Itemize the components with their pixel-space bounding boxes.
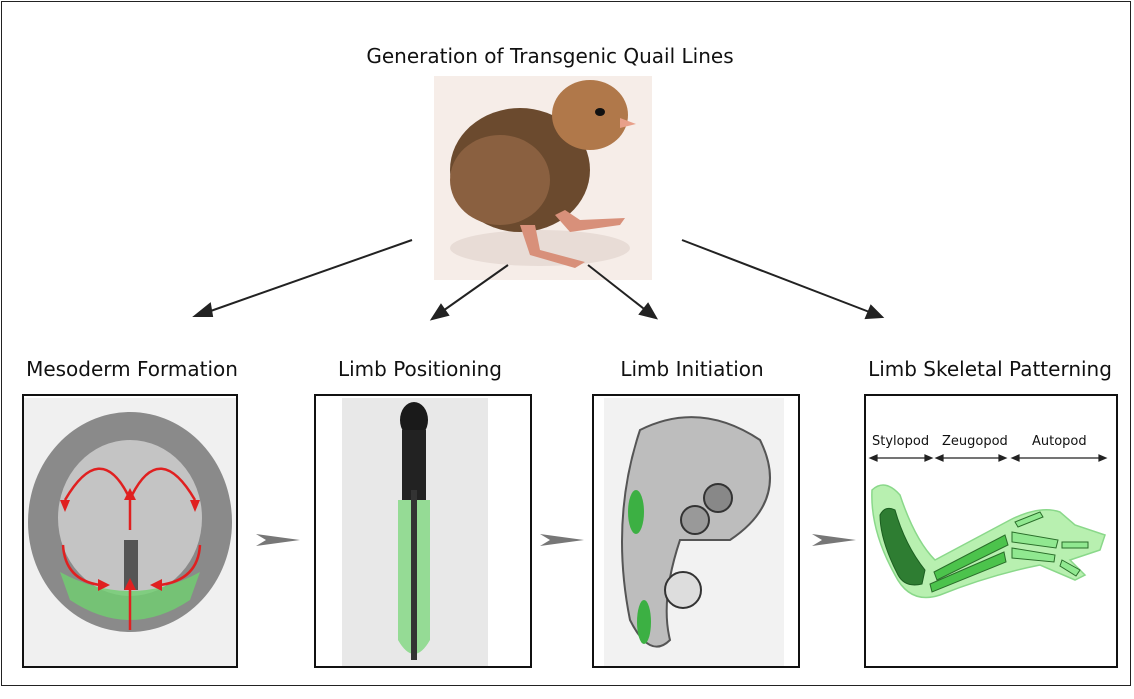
figure-title: Generation of Transgenic Quail Lines	[366, 44, 734, 68]
limb-skeleton-schematic	[868, 454, 1108, 599]
stage-label-positioning: Limb Positioning	[337, 357, 503, 381]
flow-arrows	[256, 534, 856, 546]
panel-mesoderm	[22, 394, 238, 668]
panel-initiation	[592, 394, 800, 668]
mesoderm-formation-image	[24, 398, 236, 666]
flow-arrow-2	[540, 534, 584, 546]
limb-positioning-image	[342, 398, 488, 666]
stage-label-mesoderm: Mesoderm Formation	[26, 357, 238, 381]
arrow-to-mesoderm	[204, 239, 413, 314]
flow-arrow-3	[812, 534, 856, 546]
limb-initiation-image	[604, 398, 784, 666]
stage-label-patterning: Limb Skeletal Patterning	[868, 357, 1112, 381]
panel-positioning	[314, 394, 532, 668]
flow-arrow-1	[256, 534, 300, 546]
quail-chick-photo	[434, 76, 652, 280]
segment-label-zeugopod: Zeugopod	[942, 434, 1008, 449]
stage-label-initiation: Limb Initiation	[620, 357, 764, 381]
segment-label-stylopod: Stylopod	[872, 434, 930, 449]
arrow-to-positioning	[439, 264, 509, 314]
panel-patterning	[864, 394, 1118, 668]
arrow-to-initiation	[587, 264, 649, 313]
figure-frame	[1, 1, 1131, 686]
divergence-arrows	[192, 239, 885, 321]
segment-label-autopod: Autopod	[1032, 434, 1087, 449]
arrow-to-patterning	[681, 239, 873, 314]
